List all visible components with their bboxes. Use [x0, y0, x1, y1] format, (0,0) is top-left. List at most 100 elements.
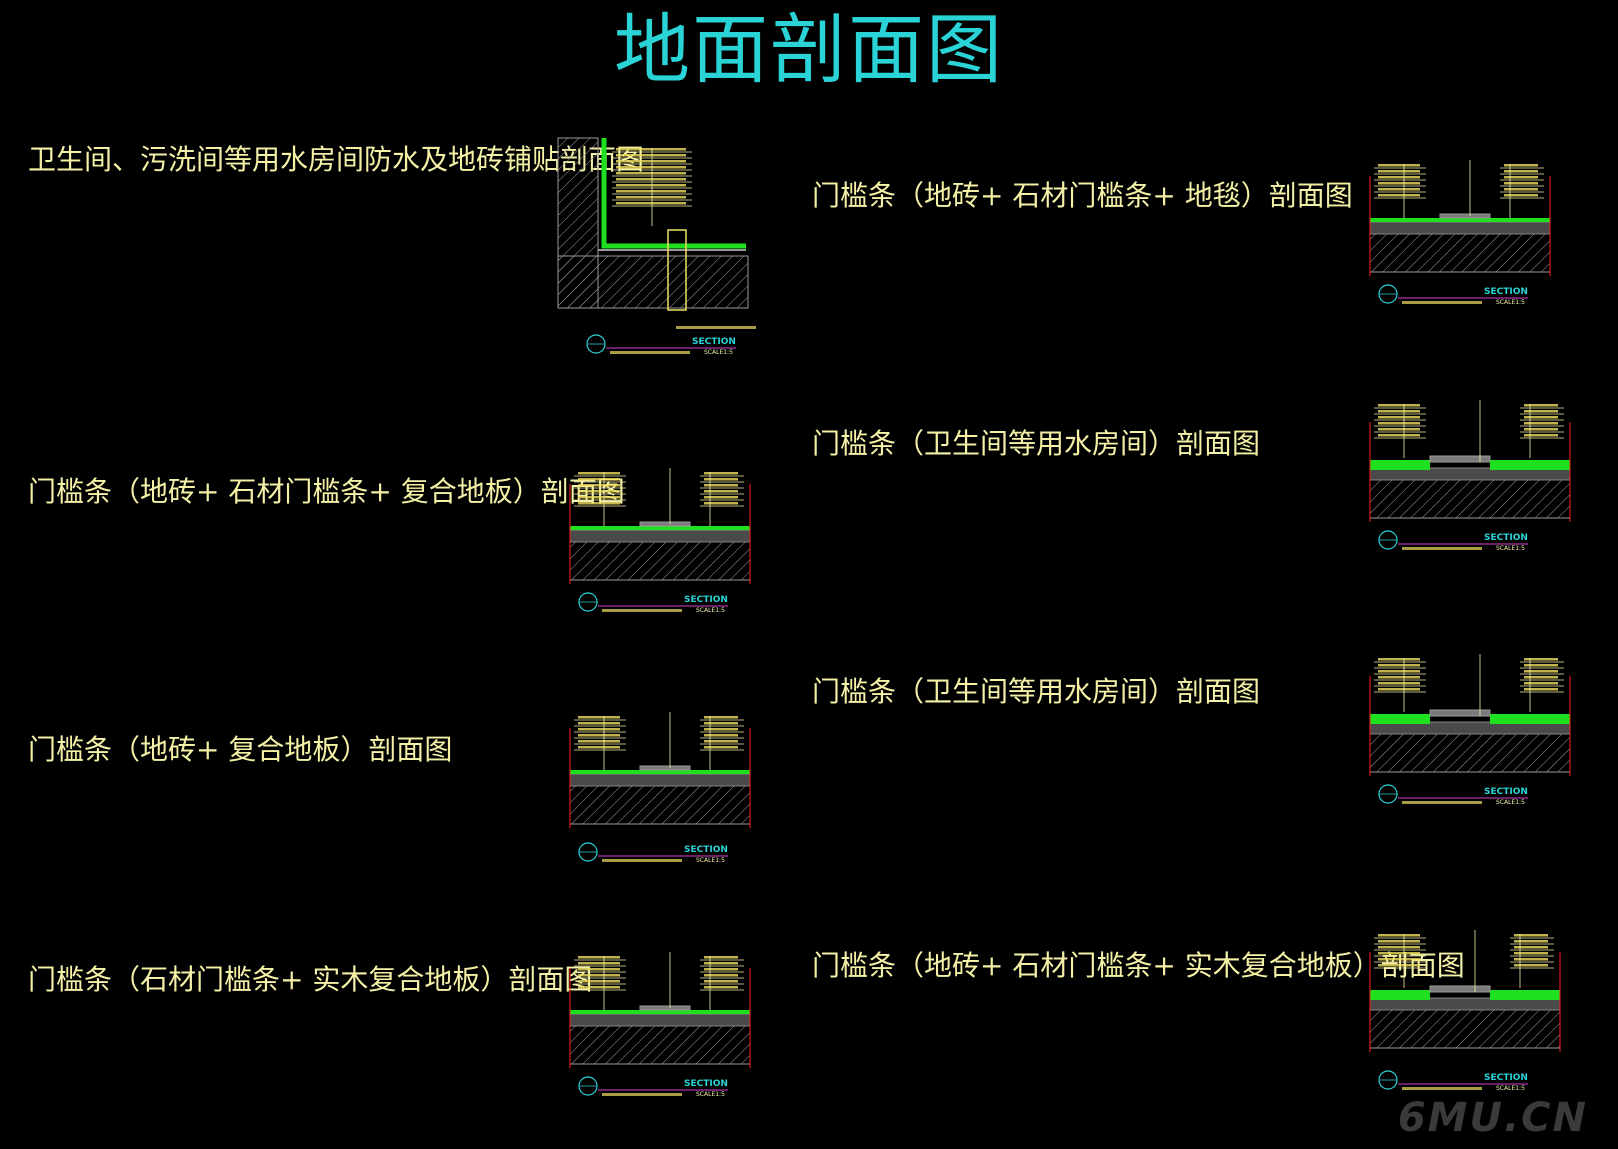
leader-note — [704, 490, 738, 493]
leader-note — [578, 956, 620, 959]
leader-note — [1524, 688, 1558, 691]
section-label-3: 门槛条（地砖+ 石材门槛条+ 复合地板）剖面图 — [28, 475, 625, 508]
hatch-layer — [569, 539, 751, 581]
leader-note — [704, 956, 738, 959]
leader-note — [578, 974, 620, 977]
leader-note — [1378, 410, 1420, 413]
leader-note — [1524, 434, 1558, 437]
tile-layer — [1370, 460, 1430, 470]
hatch-layer — [569, 1023, 751, 1065]
stamp-note — [602, 609, 682, 612]
leader-note — [578, 716, 620, 719]
leader-note — [704, 728, 738, 731]
section-label-8: 门槛条（地砖+ 石材门槛条+ 实木复合地板）剖面图 — [812, 949, 1465, 982]
section-label-5: 门槛条（地砖+ 复合地板）剖面图 — [28, 733, 453, 766]
leader-note — [704, 740, 738, 743]
leader-note — [616, 190, 686, 193]
finish-layer — [570, 526, 750, 530]
leader-note — [1378, 164, 1420, 167]
leader-note — [1524, 676, 1558, 679]
leader-note — [704, 974, 738, 977]
leader-note — [616, 202, 686, 205]
hatch-layer — [1369, 231, 1551, 273]
leader-note — [1514, 952, 1548, 955]
screed-layer — [569, 529, 751, 543]
stamp-note — [610, 351, 690, 354]
section-stamp-text: SECTION — [684, 845, 728, 855]
finish-layer — [570, 770, 750, 774]
threshold-stone — [1439, 213, 1491, 219]
section-stamp-text: SECTION — [1484, 533, 1528, 543]
finish-layer — [1370, 218, 1550, 222]
section-label-1: 卫生间、污洗间等用水房间防水及地砖铺贴剖面图 — [28, 143, 645, 176]
leader-note — [1514, 940, 1548, 943]
leader-note — [1524, 428, 1558, 431]
screed-layer — [1369, 221, 1551, 235]
leader-note — [578, 980, 620, 983]
stamp-note — [1402, 1087, 1482, 1090]
leader-note — [1524, 664, 1558, 667]
leader-note — [704, 478, 738, 481]
leader-note — [1514, 964, 1548, 967]
leader-note — [578, 722, 620, 725]
leader-note — [704, 968, 738, 971]
hatch-layer — [569, 783, 751, 825]
leader-note — [704, 496, 738, 499]
leader-note — [616, 184, 686, 187]
leader-note — [1504, 194, 1538, 197]
screed-layer — [569, 773, 751, 787]
section-stamp-text: SECTION — [1484, 1073, 1528, 1083]
leader-note — [1504, 188, 1538, 191]
scale-text: SCALE1:5 — [1496, 545, 1525, 552]
hatch-layer — [557, 255, 749, 309]
section-svg: SECTION SCALE1:5 — [1369, 400, 1571, 552]
leader-note — [1378, 952, 1420, 955]
tile-layer — [1370, 990, 1430, 1000]
section-svg: SECTION SCALE1:5 — [1369, 160, 1551, 306]
section-stamp-text: SECTION — [684, 595, 728, 605]
leader-note — [1378, 422, 1420, 425]
section-stamp-text: SECTION — [1484, 287, 1528, 297]
leader-note — [1378, 676, 1420, 679]
drain-pipe — [667, 229, 687, 311]
leader-note — [704, 472, 738, 475]
hatch-layer — [1369, 731, 1571, 773]
section-drawing-4: SECTION SCALE1:5 — [1369, 400, 1590, 566]
leader-note — [1524, 410, 1558, 413]
leader-note — [1514, 946, 1548, 949]
tile-layer — [1490, 990, 1560, 1000]
leader-note — [704, 746, 738, 749]
threshold-stone — [639, 521, 691, 527]
page-title: 地面剖面图 — [614, 5, 1004, 94]
finish-layer — [570, 1010, 750, 1014]
leader-note — [1504, 164, 1538, 167]
scale-text: SCALE1:5 — [1496, 299, 1525, 306]
stamp-note — [602, 1093, 682, 1096]
hatch-layer — [1369, 1007, 1561, 1049]
leader-note — [616, 154, 686, 157]
tile-layer — [1370, 714, 1430, 724]
leader-note — [1514, 958, 1548, 961]
leader-note — [1378, 658, 1420, 661]
leader-note — [578, 502, 620, 505]
leader-note — [1524, 422, 1558, 425]
leader-note — [616, 160, 686, 163]
leader-note — [1524, 658, 1558, 661]
leader-note — [704, 502, 738, 505]
leader-note — [1378, 670, 1420, 673]
tile-layer — [1490, 460, 1570, 470]
hatch-layer — [1369, 477, 1571, 519]
leader-note — [1378, 664, 1420, 667]
leader-note — [1504, 176, 1538, 179]
section-label-4: 门槛条（卫生间等用水房间）剖面图 — [812, 427, 1261, 460]
leader-note — [578, 728, 620, 731]
leader-note — [616, 178, 686, 181]
